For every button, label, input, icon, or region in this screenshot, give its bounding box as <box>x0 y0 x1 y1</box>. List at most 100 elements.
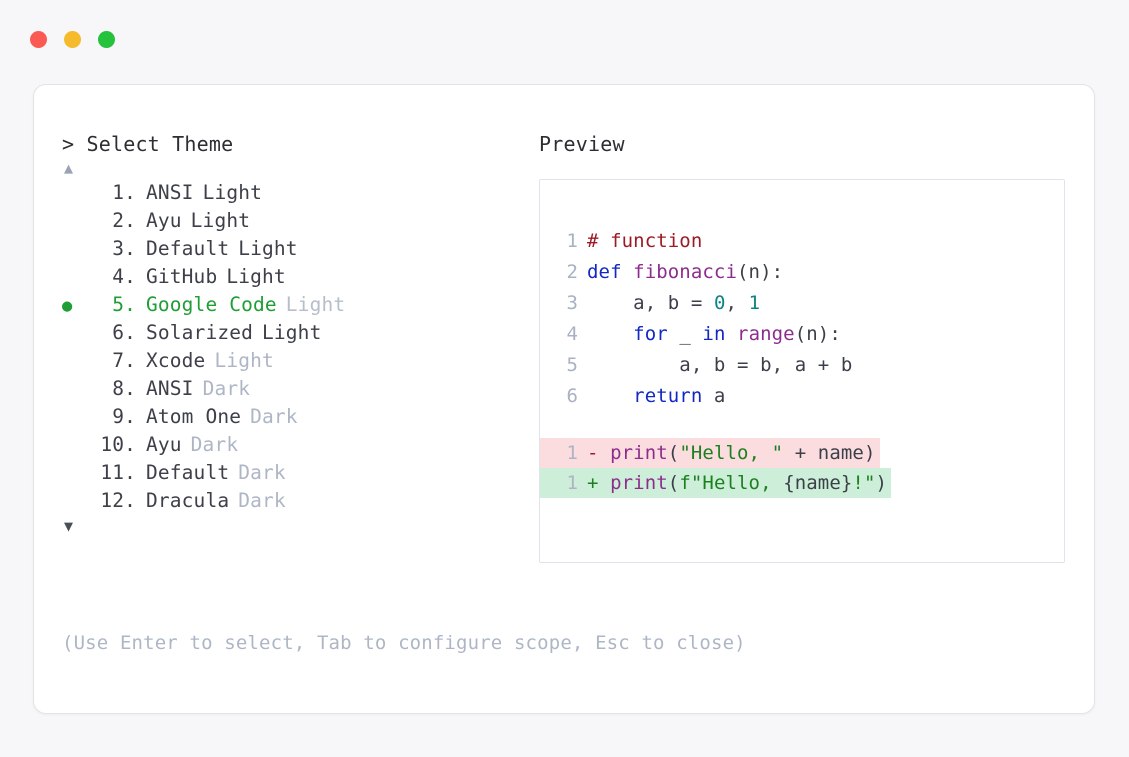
line-number: 1 <box>566 442 578 464</box>
theme-item-name: Xcode <box>146 349 206 372</box>
theme-item-name: ANSI <box>146 377 194 400</box>
theme-item-name: ANSI <box>146 181 194 204</box>
code-line-content: a, b = b, a + b <box>578 350 852 381</box>
code-token: def <box>587 261 634 283</box>
diff-block: 1- print("Hello, " + name)1+ print(f"Hel… <box>540 438 1064 498</box>
theme-list-item[interactable]: 1. ANSI Light <box>62 179 532 207</box>
theme-item-name: Default <box>146 461 230 484</box>
code-token: # function <box>587 230 703 252</box>
theme-item-number: 1. <box>112 181 136 204</box>
theme-item-name: GitHub <box>146 265 218 288</box>
code-token: + <box>587 472 611 494</box>
code-token: ( <box>667 442 680 464</box>
code-token: , <box>725 292 749 314</box>
theme-item-number: 3. <box>112 237 136 260</box>
maximize-window-button[interactable] <box>98 31 115 48</box>
theme-item-number: 2. <box>112 209 136 232</box>
code-token: + name) <box>783 442 876 464</box>
minimize-window-button[interactable] <box>64 31 81 48</box>
code-token <box>587 323 633 345</box>
code-token: !" <box>852 472 876 494</box>
code-line-content: for _ in range(n): <box>578 319 841 350</box>
code-line: 3 a, b = 0, 1 <box>540 288 1064 319</box>
code-token: a, b = <box>587 292 714 314</box>
theme-item-number: 9. <box>112 405 136 428</box>
theme-item-name: Atom One <box>146 405 242 428</box>
selected-bullet-icon: ● <box>62 296 73 316</box>
theme-item-variant: Dark <box>238 489 286 512</box>
code-line: 5 a, b = b, a + b <box>540 350 1064 381</box>
code-token: in <box>702 323 726 345</box>
code-token: 0 <box>713 292 726 314</box>
code-token: "Hello, " <box>679 442 784 464</box>
theme-item-name: Ayu <box>146 209 182 232</box>
code-line: 4 for _ in range(n): <box>540 319 1064 350</box>
code-token <box>725 323 737 345</box>
diff-removed-line: 1- print("Hello, " + name) <box>540 438 1064 468</box>
code-token: {name} <box>783 472 853 494</box>
window-controls <box>30 31 115 48</box>
line-number: 1 <box>566 472 578 494</box>
code-line-content: # function <box>578 226 702 257</box>
theme-item-number: 11. <box>100 461 136 484</box>
theme-item-variant: Light <box>214 349 274 372</box>
line-number: 5 <box>566 354 578 376</box>
theme-item-name: Ayu <box>146 433 182 456</box>
select-theme-prompt: > Select Theme <box>62 132 234 156</box>
preview-label: Preview <box>539 132 625 156</box>
code-line-content: def fibonacci(n): <box>578 257 783 288</box>
theme-item-variant: Light <box>202 181 263 204</box>
theme-item-variant: Light <box>285 293 346 316</box>
code-token: ( <box>667 472 680 494</box>
theme-item-name: Default <box>146 237 230 260</box>
code-token: f"Hello, <box>679 472 784 494</box>
diff-highlight: 1- print("Hello, " + name) <box>540 438 880 468</box>
theme-item-number: 6. <box>112 321 136 344</box>
theme-list-item[interactable]: 4. GitHub Light <box>62 263 532 291</box>
code-token: - <box>587 442 611 464</box>
theme-item-variant: Light <box>262 321 322 344</box>
theme-item-number: 5. <box>112 293 136 316</box>
code-line: 1 # function <box>540 226 1064 257</box>
theme-list-item[interactable]: 3. Default Light <box>62 235 532 263</box>
line-number: 1 <box>566 230 578 252</box>
theme-item-number: 12. <box>100 489 136 512</box>
code-line-content: + print(f"Hello, {name}!") <box>578 468 891 498</box>
scroll-up-arrow-icon[interactable]: ▲ <box>64 159 74 177</box>
theme-list-item[interactable]: 8. ANSI Dark <box>62 375 532 403</box>
code-token <box>587 385 633 407</box>
theme-item-variant: Light <box>226 265 286 288</box>
line-number: 4 <box>566 323 578 345</box>
line-number: 6 <box>566 385 578 407</box>
scroll-down-arrow-icon[interactable]: ▼ <box>64 517 74 535</box>
code-token: print <box>610 442 668 464</box>
theme-item-variant: Dark <box>190 433 239 456</box>
code-token: print <box>610 472 668 494</box>
code-token: a, b = b, a + b <box>587 354 853 376</box>
theme-item-number: 4. <box>112 265 136 288</box>
line-number: 3 <box>566 292 578 314</box>
keyboard-help-text: (Use Enter to select, Tab to configure s… <box>62 632 746 654</box>
diff-highlight: 1+ print(f"Hello, {name}!") <box>540 468 892 498</box>
theme-item-variant: Dark <box>202 377 251 400</box>
code-token: return <box>633 385 703 407</box>
code-token: _ <box>667 323 703 345</box>
close-window-button[interactable] <box>30 31 47 48</box>
theme-item-number: 8. <box>112 377 136 400</box>
code-line-content: return a <box>578 381 725 412</box>
theme-item-variant: Light <box>238 237 298 260</box>
code-token: fibonacci <box>633 261 738 283</box>
